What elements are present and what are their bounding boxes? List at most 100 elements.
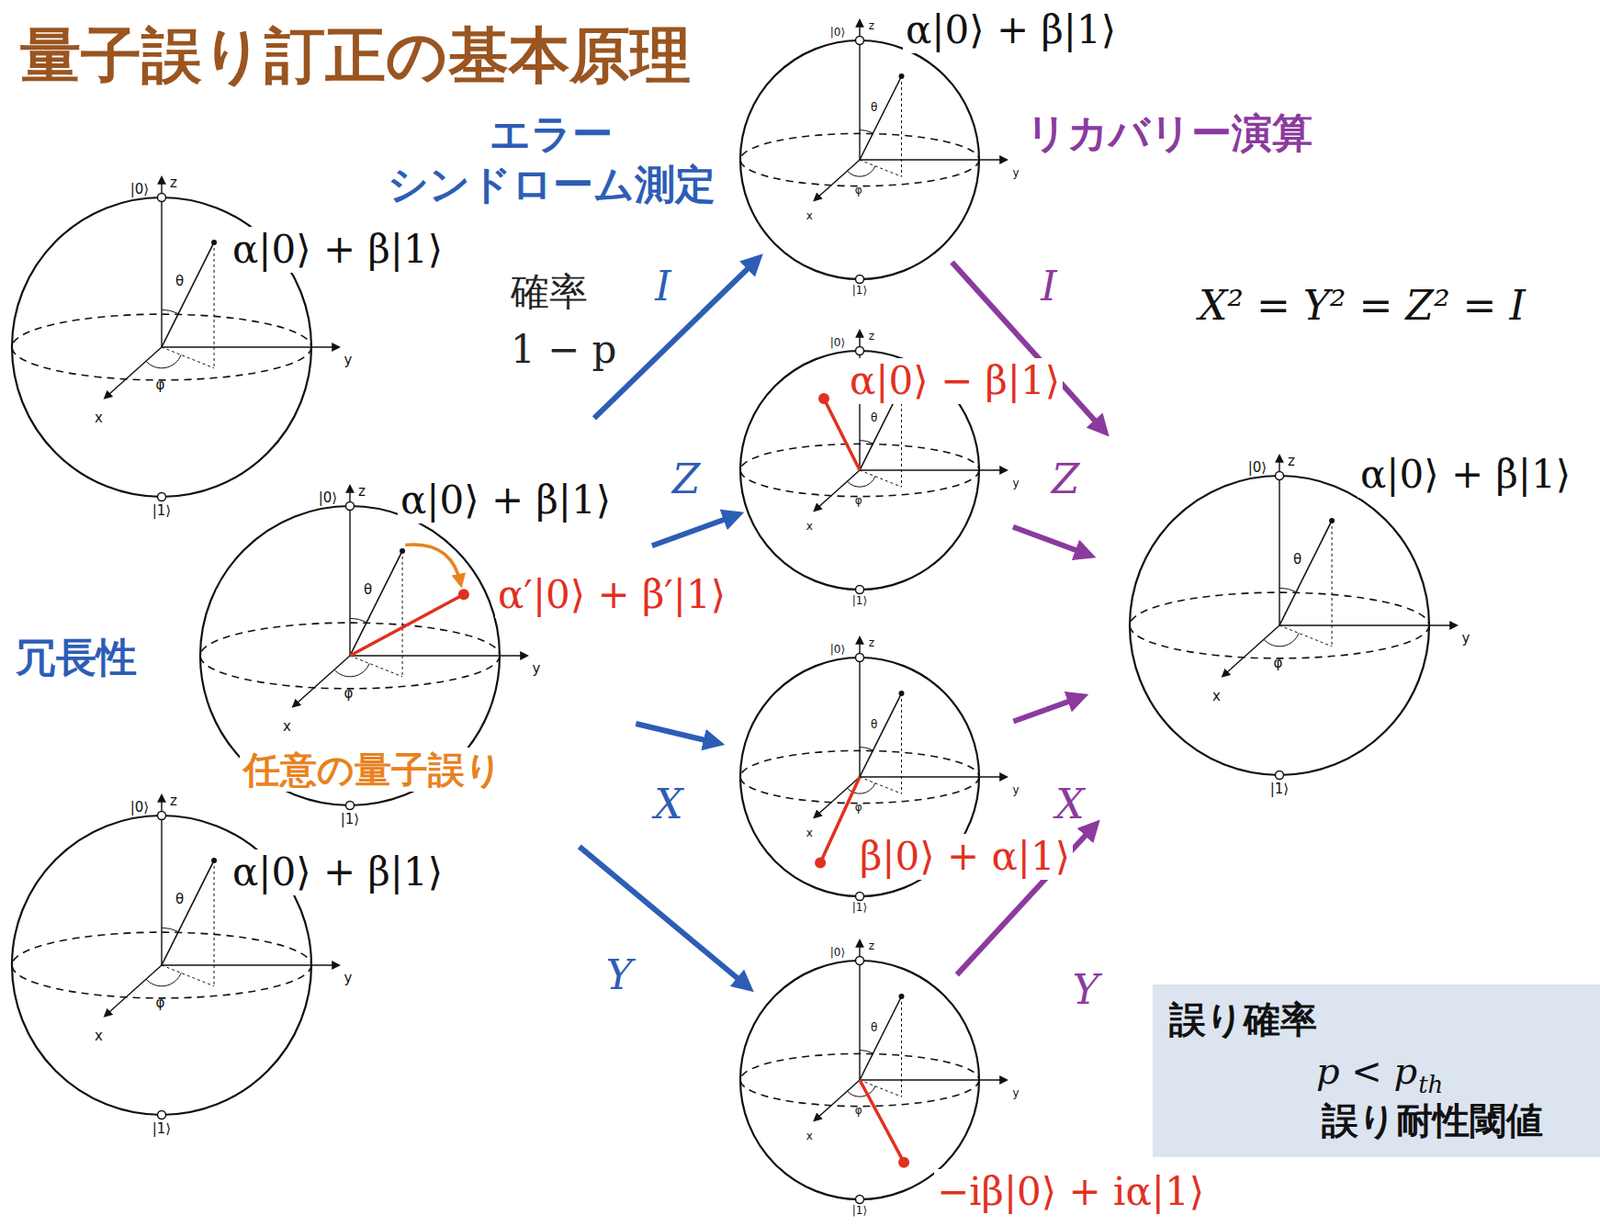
phi-arc: [146, 972, 181, 986]
pole-marker: [157, 811, 167, 821]
axis-label: y: [1462, 631, 1471, 646]
axis-label: x: [282, 719, 292, 733]
state-label: α′|0⟩ + β′|1⟩: [495, 572, 729, 619]
state-vector: [161, 242, 215, 348]
axis-label: θ: [175, 892, 184, 907]
axis-label: z: [169, 176, 178, 191]
vector-tip: [211, 239, 217, 246]
pole-marker: [856, 653, 865, 663]
x-axis: [104, 347, 162, 398]
state-label: α|0⟩ + β|1⟩: [902, 7, 1119, 54]
state-vector: [1279, 520, 1332, 626]
error-vector: [349, 594, 464, 656]
axis-label: z: [868, 330, 875, 342]
y-axis: [859, 469, 1007, 471]
projection-line: [859, 159, 902, 177]
sphere-group: [11, 177, 339, 502]
x-axis: [292, 655, 350, 707]
pole-marker: [856, 347, 865, 356]
axis-label: x: [806, 520, 813, 532]
bloch-sphere: [740, 40, 980, 280]
sphere-group: [200, 485, 528, 811]
edge-label: X: [653, 780, 683, 830]
phi-arc: [146, 354, 181, 368]
axis-label: φ: [155, 377, 165, 392]
phi-arc: [1263, 632, 1299, 646]
axis-label: y: [532, 662, 541, 677]
axis-label: θ: [870, 101, 878, 113]
projection-line: [901, 76, 902, 177]
axis-label: x: [806, 210, 813, 222]
axis-label: |1⟩: [152, 1122, 171, 1137]
vector-tip: [1329, 518, 1335, 524]
projection-line: [859, 777, 902, 794]
axis-label: y: [344, 353, 353, 368]
edge-label: Y: [605, 951, 632, 1001]
pole-marker: [856, 585, 865, 595]
pole-marker: [856, 36, 865, 46]
pole-marker: [856, 892, 865, 902]
z-axis: [160, 177, 162, 348]
subscript: th: [1418, 1070, 1443, 1100]
axis-label: y: [344, 971, 353, 986]
axis-label: θ: [870, 719, 878, 731]
axis-label: φ: [855, 1104, 863, 1116]
projection-line: [161, 347, 215, 369]
pole-marker: [346, 502, 355, 511]
projection-line: [901, 996, 902, 1097]
bloch-sphere-node: α|0⟩ + β|1⟩|0⟩zθφxy|1⟩: [11, 815, 312, 1116]
pole-marker: [856, 957, 865, 966]
arrow-connector: [594, 258, 759, 418]
step-label: エラー シンドローム測定: [367, 108, 735, 210]
state-label: α|0⟩ − β|1⟩: [846, 358, 1063, 405]
phi-arc: [334, 663, 370, 677]
arrow-connector: [635, 723, 719, 744]
axis-label: |0⟩: [130, 800, 149, 815]
y-axis: [859, 158, 1007, 160]
pole-marker: [157, 193, 167, 203]
axis-label: φ: [855, 495, 863, 507]
vector-tip: [899, 993, 905, 1000]
axis-label: φ: [855, 184, 863, 196]
error-vector: [820, 777, 860, 864]
phi-arc: [846, 476, 875, 487]
box-heading: 誤り確率: [1169, 997, 1318, 1042]
projection-line: [214, 242, 215, 369]
pole-marker: [346, 801, 355, 811]
y-axis: [161, 346, 339, 348]
theta-arc: [859, 747, 874, 751]
z-axis: [1278, 455, 1280, 626]
edge-label: Y: [1071, 966, 1099, 1015]
box-note: 誤り耐性閾値: [1321, 1098, 1544, 1143]
y-axis: [859, 1079, 1007, 1081]
error-vector-tip: [818, 393, 830, 405]
projection-line: [214, 860, 215, 987]
vector-tip: [211, 857, 217, 864]
axis-label: |1⟩: [852, 1205, 868, 1217]
axis-label: |1⟩: [152, 504, 171, 519]
bloch-sphere-node: α|0⟩ − β|1⟩|0⟩zθφxy|1⟩: [740, 350, 980, 590]
projection-line: [1331, 520, 1333, 647]
state-label: β|0⟩ + α|1⟩: [856, 833, 1073, 880]
state-vector: [161, 860, 215, 966]
axis-label: x: [94, 410, 103, 425]
state-label: α|0⟩ + β|1⟩: [229, 226, 446, 273]
state-vector: [859, 996, 902, 1081]
sphere-group: [740, 940, 1007, 1205]
state-vector: [859, 76, 902, 160]
axis-label: |1⟩: [852, 595, 868, 607]
x-axis: [104, 965, 162, 1016]
axis-label: z: [358, 484, 366, 499]
x-axis: [814, 470, 860, 511]
pole-marker: [1275, 771, 1285, 780]
projection-line: [402, 551, 404, 677]
axis-label: x: [94, 1028, 103, 1043]
axis-label: |0⟩: [830, 946, 846, 958]
sphere-group: [11, 795, 339, 1120]
bloch-sphere-node: −iβ|0⟩ + iα|1⟩|0⟩zθφxy|1⟩: [740, 960, 980, 1200]
y-axis: [161, 964, 339, 966]
arrow-connector: [579, 846, 750, 989]
pole-marker: [856, 1195, 865, 1205]
axis-label: |0⟩: [830, 643, 846, 655]
y-axis: [859, 776, 1007, 778]
